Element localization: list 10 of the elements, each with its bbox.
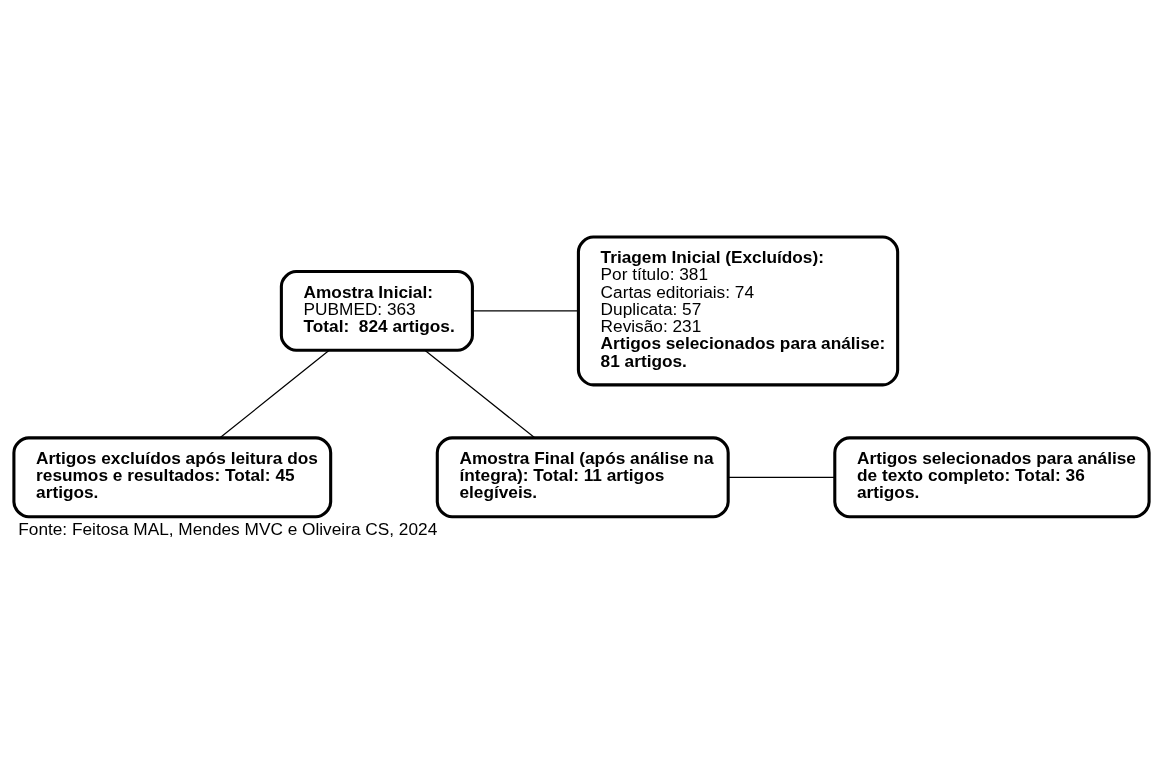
node-box: Amostra Inicial: PUBMED: 363 Total: 824 artigos.: [279, 269, 474, 352]
node-box: Triagem Inicial (Excluídos): Por título: 381 Cartas editoriais: 74 Duplicata: 57 Revisão: 231 Artigos selecionados para análise: 81 artigos.: [576, 234, 900, 386]
caption: Fonte: Feitosa MAL, Mendes MVC e Oliveira CS, 2024: [18, 518, 438, 539]
connector: [219, 349, 330, 438]
node-box: Amostra Final (após análise na íntegra): Total: 11 artigos elegíveis.: [435, 435, 730, 518]
node-box: Artigos excluídos após leitura dos resumos e resultados: Total: 45 artigos.: [12, 435, 333, 518]
node-box: Artigos selecionados para análise de texto completo: Total: 36 artigos.: [833, 435, 1151, 518]
connector: [424, 349, 536, 438]
connector: [727, 476, 835, 478]
connector: [471, 309, 579, 311]
